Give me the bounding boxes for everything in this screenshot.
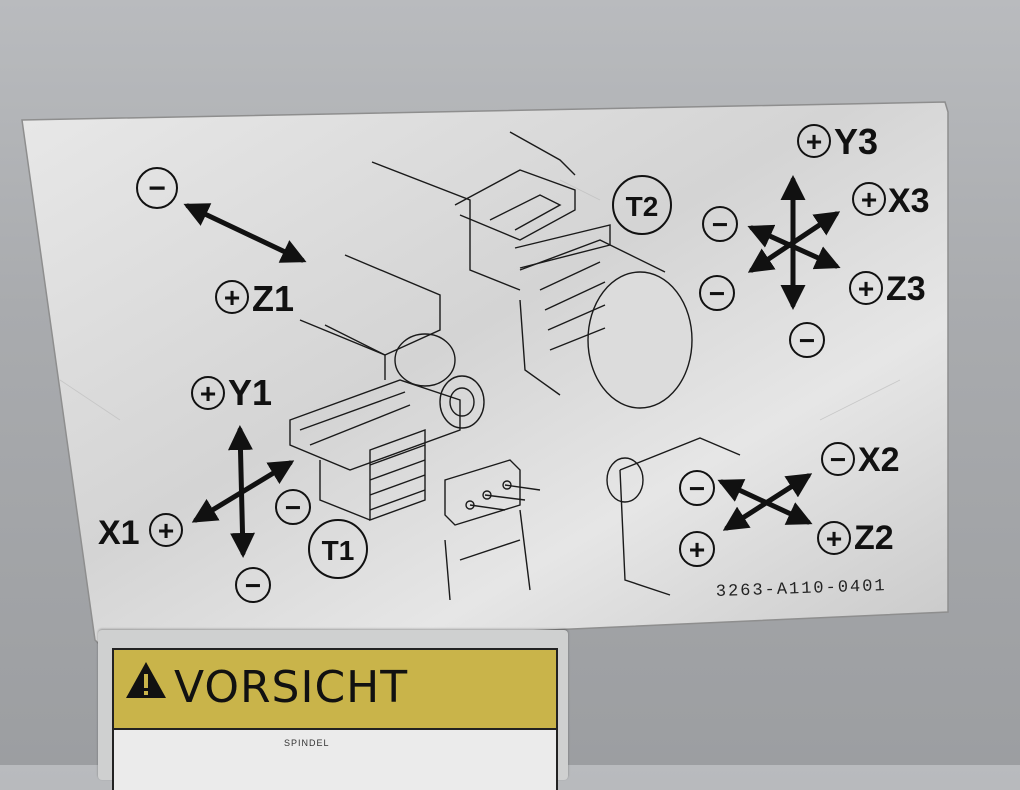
y1-minus-circle bbox=[235, 567, 271, 603]
caution-label: VORSICHT SPINDEL bbox=[98, 630, 568, 790]
t1-label: T1 bbox=[322, 535, 355, 566]
x3-plus-sign: + bbox=[861, 184, 877, 215]
z3-plus-circle bbox=[849, 271, 883, 305]
x3-plus-circle bbox=[852, 182, 886, 216]
caution-band: VORSICHT bbox=[112, 648, 558, 730]
caution-subtext: SPINDEL bbox=[284, 738, 330, 748]
y3-label: Y3 bbox=[834, 121, 878, 162]
x2-label: X2 bbox=[858, 441, 900, 479]
axis-arrows bbox=[183, 175, 841, 558]
z1-minus-circle bbox=[136, 167, 178, 209]
x3-minus-circle bbox=[702, 206, 738, 242]
x2-plus-circle bbox=[679, 531, 715, 567]
z3-minus-circle bbox=[699, 275, 735, 311]
x2-plus-sign: + bbox=[689, 534, 705, 565]
z3-minus-sign: − bbox=[709, 278, 725, 309]
machine-axis-plate-scene: − + Z1 + Y1 X1 + − − T1 T2 + Y3 + X3 − −… bbox=[21, 101, 949, 651]
y3-plus-sign: + bbox=[806, 126, 822, 157]
t1-circle bbox=[308, 519, 368, 579]
y3-minus-circle bbox=[789, 322, 825, 358]
z1-arrow bbox=[183, 203, 307, 263]
y3-plus-circle bbox=[797, 124, 831, 158]
x3-label: X3 bbox=[888, 182, 930, 220]
z2-plus-circle bbox=[817, 521, 851, 555]
x1-label: X1 bbox=[98, 514, 140, 552]
caution-diagram-area: SPINDEL bbox=[112, 730, 558, 790]
badges bbox=[136, 124, 886, 603]
y1-minus-sign: − bbox=[245, 570, 261, 601]
y1-plus-circle bbox=[191, 376, 225, 410]
y1-label: Y1 bbox=[228, 372, 272, 413]
machine-drawing bbox=[289, 131, 741, 601]
z1-label: Z1 bbox=[252, 278, 294, 319]
z1-minus-sign: − bbox=[148, 172, 166, 205]
z2-arrow bbox=[717, 479, 813, 525]
z3-label: Z3 bbox=[886, 270, 926, 308]
t2-circle bbox=[612, 175, 672, 235]
x3-minus-sign: − bbox=[712, 209, 728, 240]
t2-label: T2 bbox=[626, 191, 659, 222]
z1-plus-sign: + bbox=[224, 282, 240, 313]
x2-minus-circle bbox=[821, 442, 855, 476]
plate-scratches bbox=[59, 179, 901, 421]
axis-labels: − + Z1 + Y1 X1 + − − T1 T2 + Y3 + X3 − −… bbox=[98, 121, 930, 602]
caution-word: VORSICHT bbox=[174, 662, 409, 713]
x1-minus-sign: − bbox=[285, 492, 301, 523]
z2-minus-sign: − bbox=[689, 473, 705, 504]
y1-plus-sign: + bbox=[200, 378, 216, 409]
z1-plus-circle bbox=[215, 280, 249, 314]
z3-arrow bbox=[747, 224, 841, 270]
x1-arrow bbox=[191, 460, 295, 523]
warning-triangle-icon bbox=[126, 662, 166, 698]
x1-plus-circle bbox=[149, 513, 183, 547]
x2-minus-sign: − bbox=[830, 444, 846, 475]
x1-plus-sign: + bbox=[158, 515, 174, 546]
z3-plus-sign: + bbox=[858, 273, 874, 304]
z2-plus-sign: + bbox=[826, 523, 842, 554]
z2-label: Z2 bbox=[854, 519, 894, 557]
z2-minus-circle bbox=[679, 470, 715, 506]
y3-minus-sign: − bbox=[799, 325, 815, 356]
